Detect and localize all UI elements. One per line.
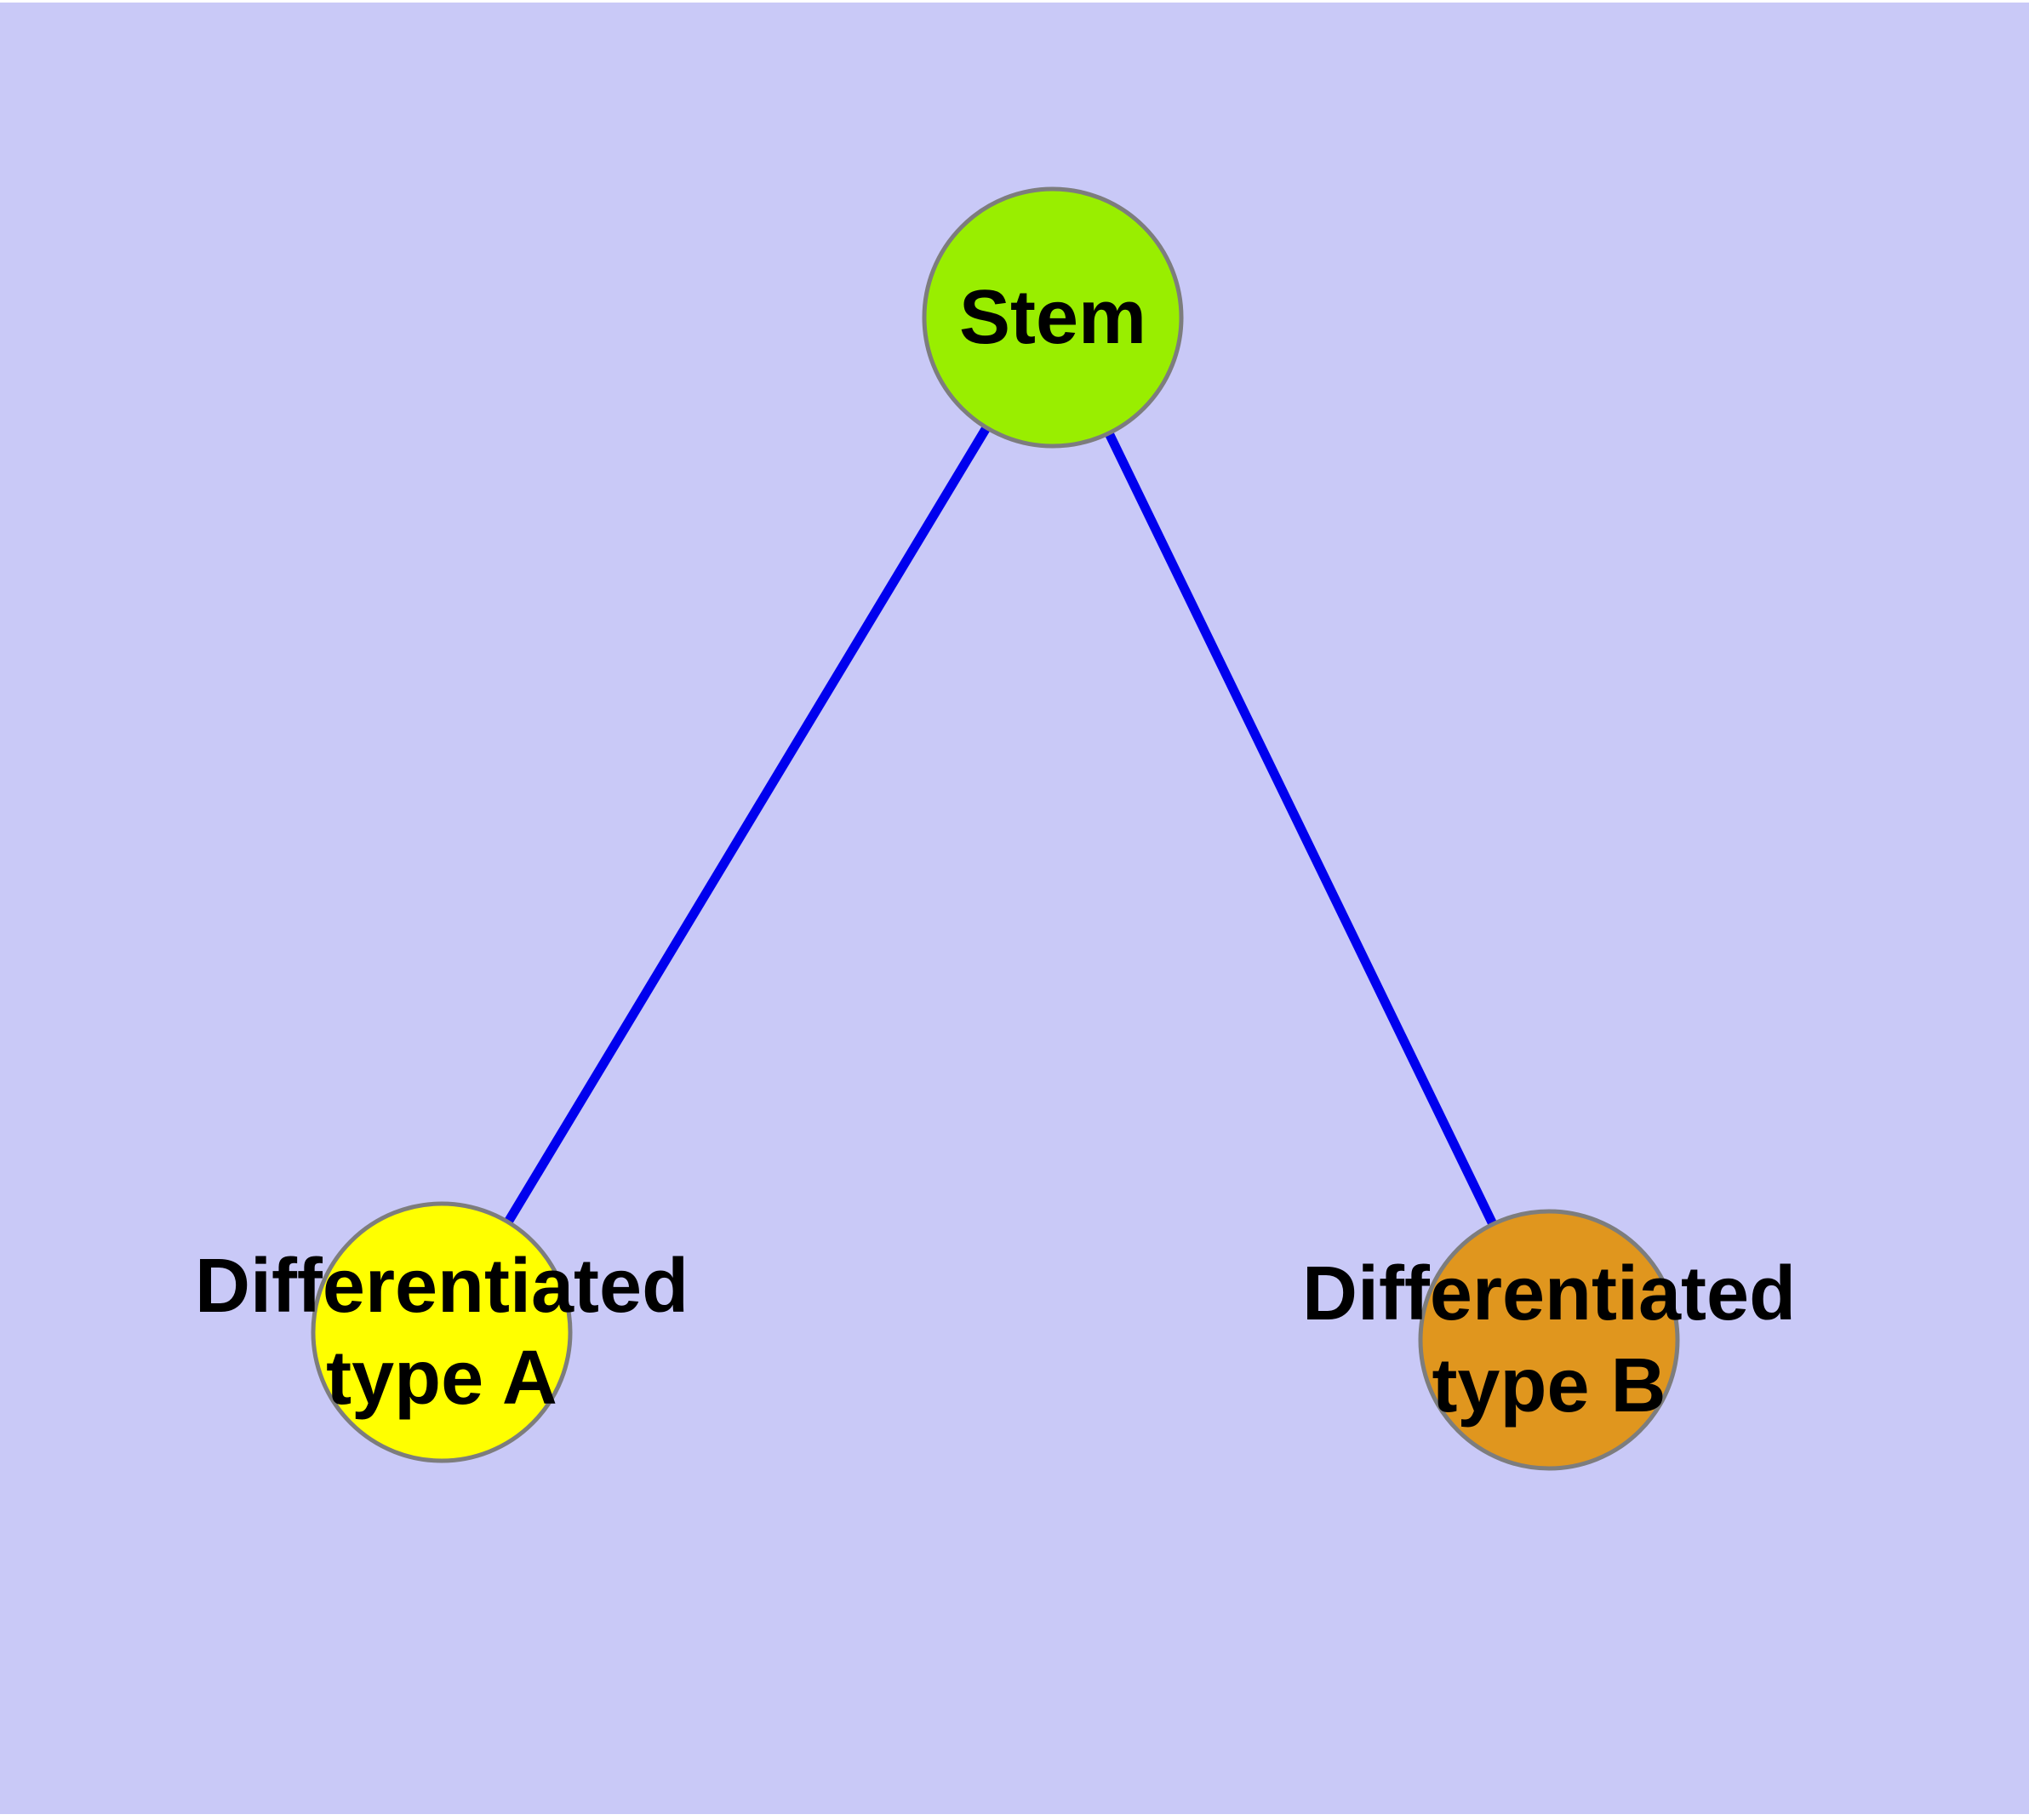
node-diff-a bbox=[311, 1201, 573, 1463]
node-label-diff-b: Differentiated type B bbox=[1301, 1251, 1797, 1428]
edge-stem-diff-a bbox=[437, 315, 1057, 1335]
node-stem bbox=[922, 186, 1184, 449]
node-label-stem: Stem bbox=[958, 275, 1147, 360]
node-diff-b bbox=[1418, 1209, 1680, 1471]
node-label-diff-a: Differentiated type A bbox=[194, 1244, 689, 1421]
nodes-layer bbox=[311, 186, 1680, 1471]
edges-layer bbox=[437, 315, 1553, 1342]
edge-stem-diff-b bbox=[1049, 315, 1553, 1342]
